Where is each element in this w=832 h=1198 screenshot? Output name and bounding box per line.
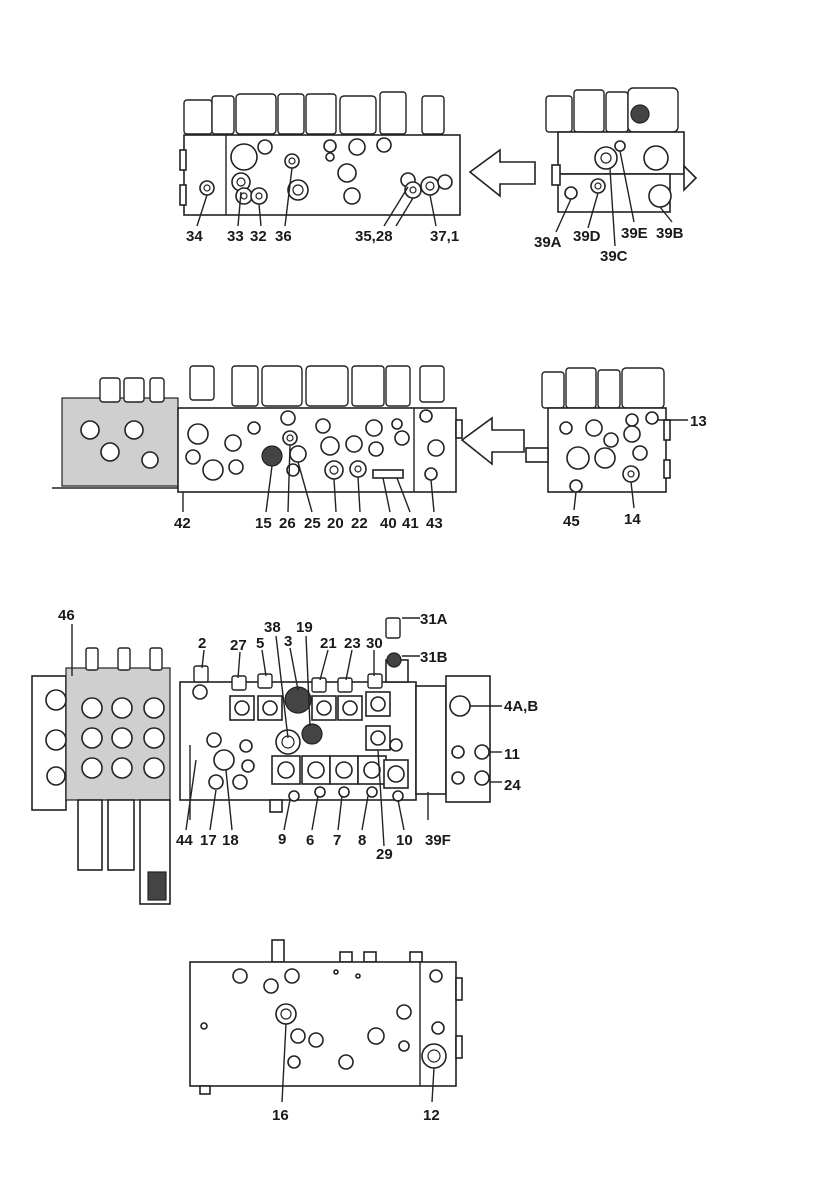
- label-32: 32: [250, 228, 267, 245]
- view-1-main-block: [179, 91, 461, 216]
- view-2-arrow: [460, 416, 525, 466]
- label-43: 43: [426, 515, 443, 532]
- label-42: 42: [174, 515, 191, 532]
- label-20: 20: [327, 515, 344, 532]
- label-29: 29: [376, 846, 393, 863]
- label-41: 41: [402, 515, 419, 532]
- label-46: 46: [58, 607, 75, 624]
- view-4-leaders: [281, 1023, 435, 1103]
- label-45: 45: [563, 513, 580, 530]
- label-23: 23: [344, 635, 361, 652]
- label-22: 22: [351, 515, 368, 532]
- label-33: 33: [227, 228, 244, 245]
- label-44: 44: [176, 832, 193, 849]
- view-1-side-block: [545, 87, 698, 213]
- label-10: 10: [396, 832, 413, 849]
- label-39E: 39E: [621, 225, 648, 242]
- view-1-arrow: [468, 148, 536, 198]
- label-9: 9: [278, 831, 286, 848]
- label-39B: 39B: [656, 225, 684, 242]
- view-3-main-block: [179, 617, 491, 820]
- label-39F: 39F: [425, 832, 451, 849]
- view-2-leaders: [182, 419, 688, 513]
- label-37-1: 37,1: [430, 228, 459, 245]
- label-26: 26: [279, 515, 296, 532]
- label-14: 14: [624, 511, 641, 528]
- label-36: 36: [275, 228, 292, 245]
- label-7: 7: [333, 832, 341, 849]
- view-3-left-module: [31, 647, 171, 905]
- label-24: 24: [504, 777, 521, 794]
- label-38: 38: [264, 619, 281, 636]
- label-27: 27: [230, 637, 247, 654]
- label-40: 40: [380, 515, 397, 532]
- label-3: 3: [284, 633, 292, 650]
- label-5: 5: [256, 635, 264, 652]
- label-11: 11: [504, 746, 520, 763]
- label-15: 15: [255, 515, 272, 532]
- view-2-main-block: [177, 365, 463, 493]
- view-3-leaders: [71, 617, 502, 847]
- view-2-side-block: [525, 367, 671, 493]
- label-18: 18: [222, 832, 239, 849]
- view-1-leaders: [196, 150, 673, 247]
- label-39A: 39A: [534, 234, 562, 251]
- label-2: 2: [198, 635, 206, 652]
- label-25: 25: [304, 515, 321, 532]
- label-8: 8: [358, 832, 366, 849]
- label-31B: 31B: [420, 649, 448, 666]
- label-16: 16: [272, 1107, 289, 1124]
- label-21: 21: [320, 635, 337, 652]
- label-6: 6: [306, 832, 314, 849]
- label-19: 19: [296, 619, 313, 636]
- label-4A-B: 4A,B: [504, 698, 538, 715]
- label-35-28: 35,28: [355, 228, 393, 245]
- label-39D: 39D: [573, 228, 601, 245]
- label-13: 13: [690, 413, 707, 430]
- label-34: 34: [186, 228, 203, 245]
- label-31A: 31A: [420, 611, 448, 628]
- label-39C: 39C: [600, 248, 628, 265]
- label-30: 30: [366, 635, 383, 652]
- label-12: 12: [423, 1107, 440, 1124]
- view-1-coils: [183, 91, 445, 135]
- view-4-block: [189, 939, 463, 1095]
- view-2-left-module: [52, 377, 180, 489]
- label-17: 17: [200, 832, 217, 849]
